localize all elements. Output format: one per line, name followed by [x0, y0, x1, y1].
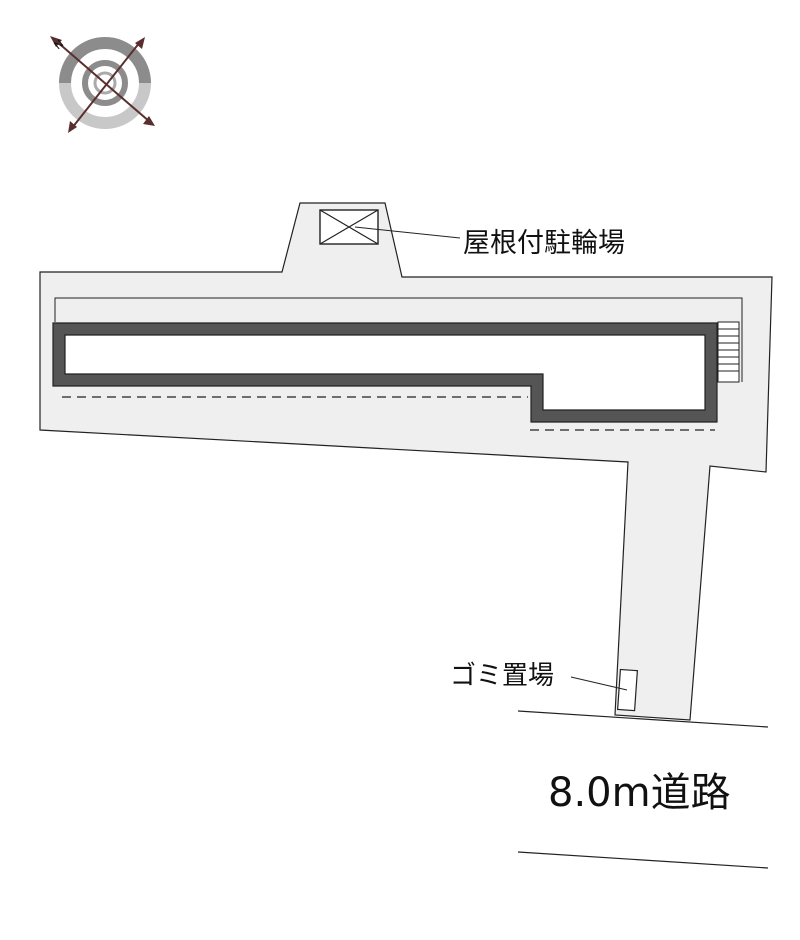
road-label: 8.0m道路: [548, 770, 731, 816]
building-outline-edge: [52, 322, 718, 423]
compass: N: [50, 36, 155, 133]
garbage-area-label: ゴミ置場: [450, 661, 554, 691]
compass-arrow-north: [50, 36, 62, 47]
bicycle-parking-label: 屋根付駐輪場: [463, 228, 625, 259]
stairs: [717, 321, 740, 383]
bicycle-parking-mark: [319, 209, 379, 245]
inner-boundary: [54, 297, 743, 382]
site-lot: [39, 202, 773, 721]
compass-arrow-east: [135, 37, 145, 49]
compass-north-label: N: [52, 37, 67, 52]
bicycle-parking-leader: [354, 226, 461, 239]
building-outline: [53, 323, 717, 422]
garbage-area-leader: [570, 676, 628, 691]
road-edge-top: [517, 710, 769, 728]
compass-inner-ring: [82, 60, 128, 106]
road-edge-bottom: [517, 851, 769, 869]
compass-arrow-south: [143, 116, 155, 126]
compass-needle-ns: [54, 39, 151, 123]
building-interior-edge: [64, 334, 706, 411]
garbage-area-mark: [616, 668, 639, 712]
compass-outer-ring-dark: [59, 37, 151, 84]
compass-needle-ew: [71, 41, 141, 129]
compass-arrow-west: [68, 121, 77, 133]
